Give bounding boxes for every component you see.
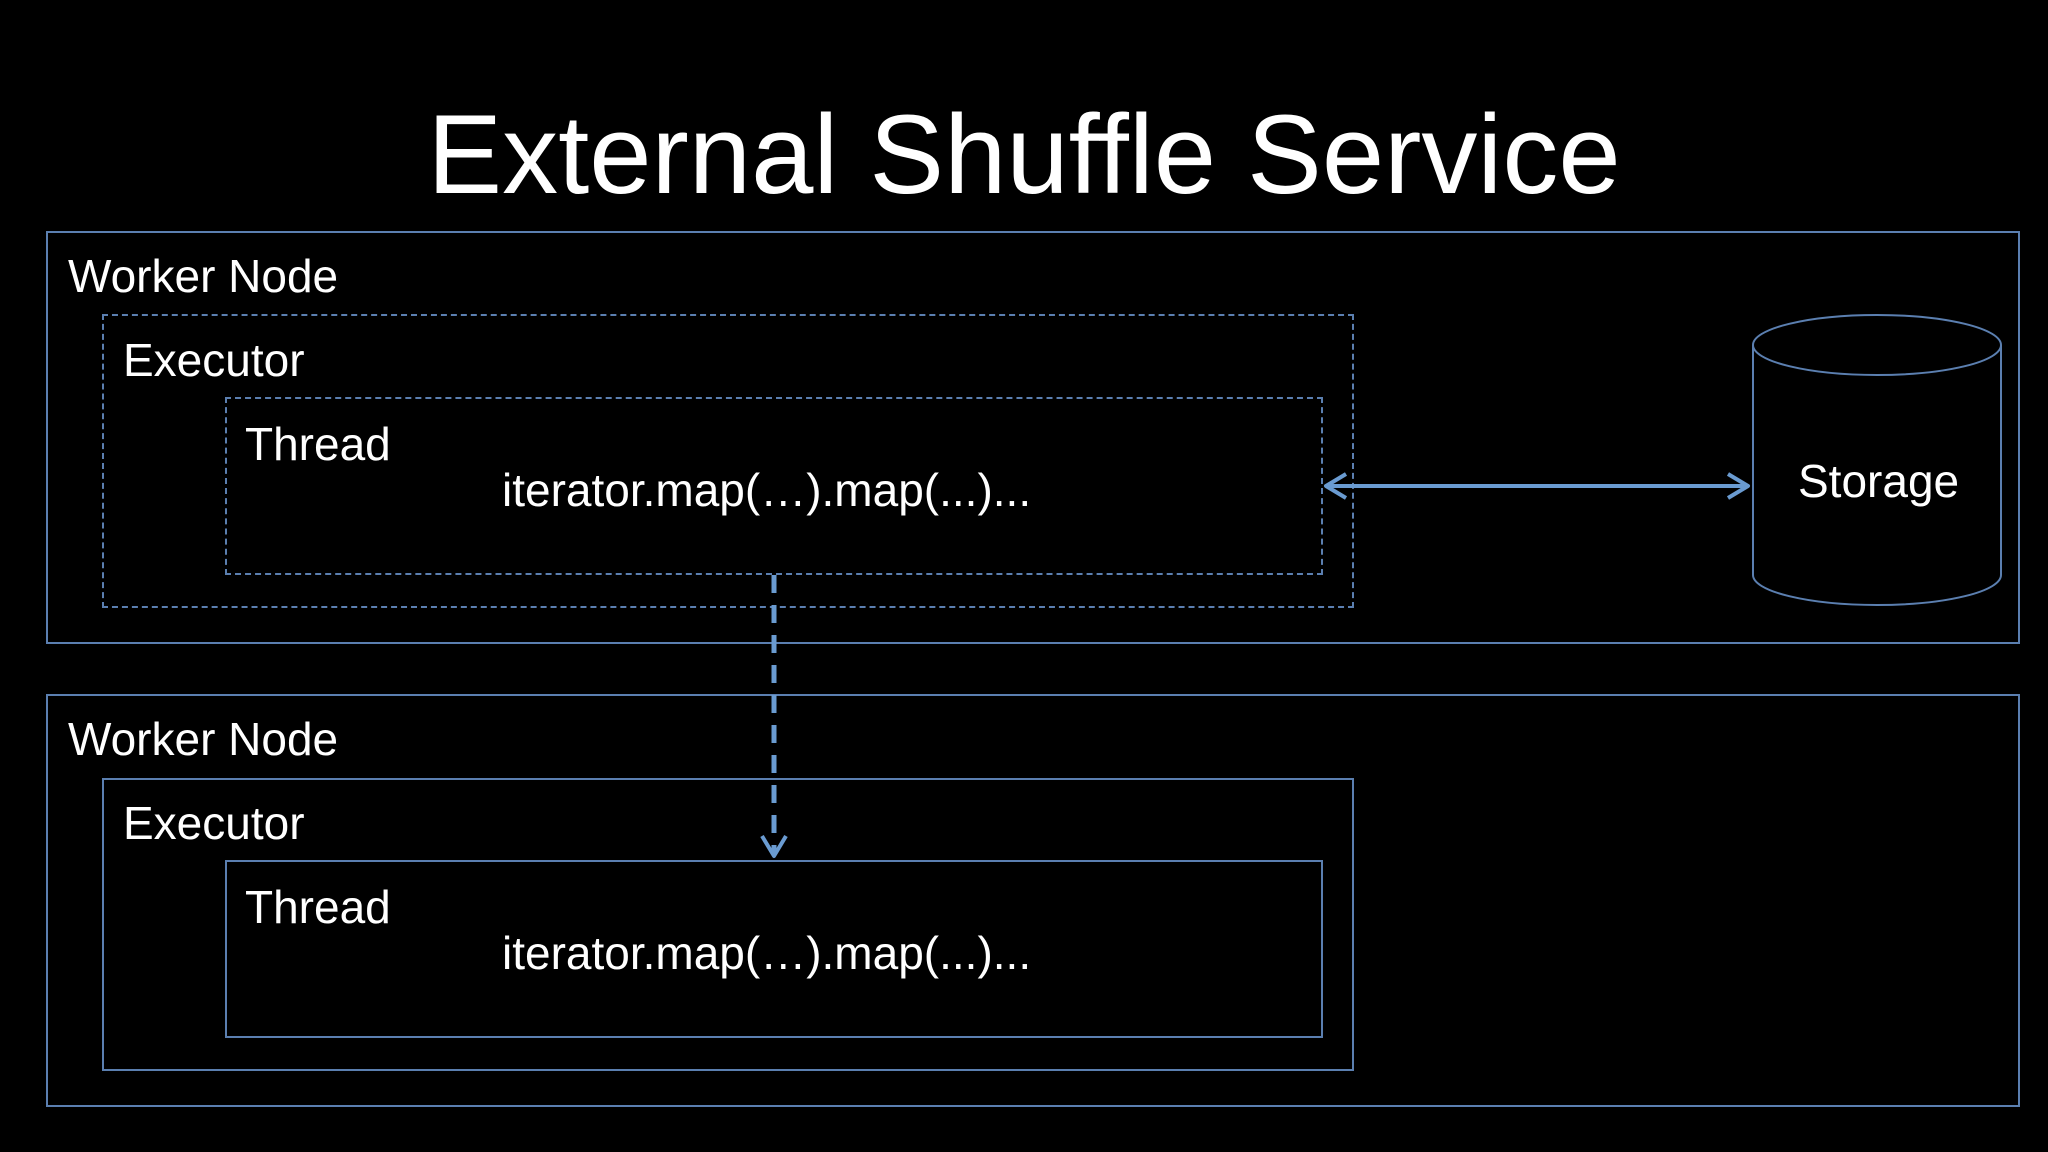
executor-bottom bbox=[102, 778, 1354, 1071]
slide-title: External Shuffle Service bbox=[427, 92, 1621, 217]
worker-node-top-label: Worker Node bbox=[68, 250, 339, 302]
worker-node-bottom bbox=[46, 694, 2020, 1107]
executor-top bbox=[102, 314, 1354, 608]
executor-bottom-label: Executor bbox=[123, 797, 305, 849]
thread-top bbox=[225, 397, 1323, 575]
thread-top-label: Thread bbox=[245, 418, 391, 470]
thread-top-code: iterator.map(…).map(...)... bbox=[502, 464, 1032, 516]
worker-node-bottom-label: Worker Node bbox=[68, 713, 339, 765]
thread-bottom bbox=[225, 860, 1323, 1038]
executor-top-label: Executor bbox=[123, 334, 305, 386]
storage-label: Storage bbox=[1798, 455, 1960, 507]
worker-node-top bbox=[46, 231, 2020, 644]
thread-bottom-code: iterator.map(…).map(...)... bbox=[502, 927, 1032, 979]
thread-bottom-label: Thread bbox=[245, 881, 391, 933]
